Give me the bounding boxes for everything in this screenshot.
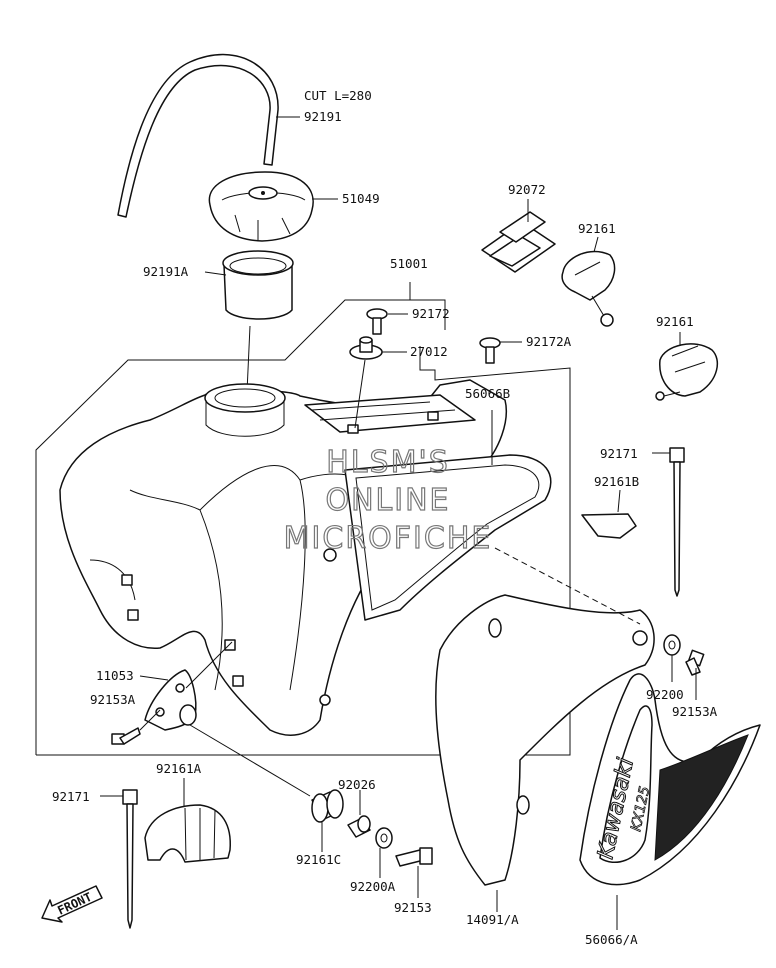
label-51001: 51001 bbox=[390, 256, 428, 271]
label-92161-b: 92161 bbox=[656, 314, 694, 329]
label-56066B: 56066B bbox=[465, 386, 510, 401]
bolt-92172 bbox=[366, 308, 388, 335]
label-92191A: 92191A bbox=[143, 264, 189, 279]
shroud-14091A bbox=[435, 594, 655, 886]
pad-92161B bbox=[581, 513, 637, 539]
label-cut-length: CUT L=280 bbox=[304, 88, 372, 103]
fuel-cap bbox=[208, 171, 314, 242]
assembly-outline bbox=[35, 282, 571, 756]
label-92153A-right: 92153A bbox=[672, 704, 718, 719]
label-92200A: 92200A bbox=[350, 879, 396, 894]
label-56066A: 56066/A bbox=[585, 932, 638, 947]
bolt-92172A bbox=[479, 337, 501, 364]
part-labels: CUT L=280 92191 51049 92191A 51001 92172… bbox=[52, 88, 718, 947]
washer-92200 bbox=[663, 634, 681, 656]
clamp-92161-a bbox=[561, 250, 616, 327]
bolt-92153A-right bbox=[685, 649, 705, 676]
fuel-tank bbox=[59, 379, 552, 736]
label-92171-right: 92171 bbox=[600, 446, 638, 461]
damper-27012 bbox=[349, 336, 383, 360]
label-14091A: 14091/A bbox=[466, 912, 519, 927]
front-arrow: FRONT bbox=[41, 885, 103, 923]
pad-92161A bbox=[144, 804, 231, 863]
label-92171-left: 92171 bbox=[52, 789, 90, 804]
clamp-92161-b bbox=[655, 343, 719, 401]
cable-tie-right bbox=[669, 447, 685, 597]
watermark-line-1: HLSM'S bbox=[326, 445, 450, 480]
bolt-92153 bbox=[395, 847, 433, 867]
label-92161B: 92161B bbox=[594, 474, 639, 489]
grommet-92161C bbox=[311, 789, 344, 823]
bolt-92153A-left bbox=[111, 727, 141, 745]
breather-hose bbox=[117, 53, 279, 218]
washer-92200A bbox=[375, 827, 393, 849]
label-92153: 92153 bbox=[394, 900, 432, 915]
label-27012: 27012 bbox=[410, 344, 448, 359]
label-11053: 11053 bbox=[96, 668, 134, 683]
label-92072: 92072 bbox=[508, 182, 546, 197]
label-92026: 92026 bbox=[338, 777, 376, 792]
cable-tie-left bbox=[122, 789, 138, 929]
label-92161-a: 92161 bbox=[578, 221, 616, 236]
collar-92026 bbox=[347, 815, 371, 838]
label-92153A-left: 92153A bbox=[90, 692, 136, 707]
label-92172: 92172 bbox=[412, 306, 450, 321]
decal-56066A: Kawasaki KX125 bbox=[579, 673, 761, 886]
filler-neck bbox=[222, 250, 294, 320]
label-92161C: 92161C bbox=[296, 852, 341, 867]
watermark: HLSM'S ONLINE MICROFICHE bbox=[283, 444, 493, 556]
label-92191: 92191 bbox=[304, 109, 342, 124]
strap-92072 bbox=[481, 211, 556, 273]
watermark-line-3: MICROFICHE bbox=[284, 521, 493, 556]
label-92172A: 92172A bbox=[526, 334, 572, 349]
bracket-11053 bbox=[144, 669, 197, 731]
label-92161A: 92161A bbox=[156, 761, 202, 776]
watermark-line-2: ONLINE bbox=[325, 483, 450, 518]
label-92200: 92200 bbox=[646, 687, 684, 702]
label-51049: 51049 bbox=[342, 191, 380, 206]
front-arrow-label: FRONT bbox=[55, 890, 94, 918]
